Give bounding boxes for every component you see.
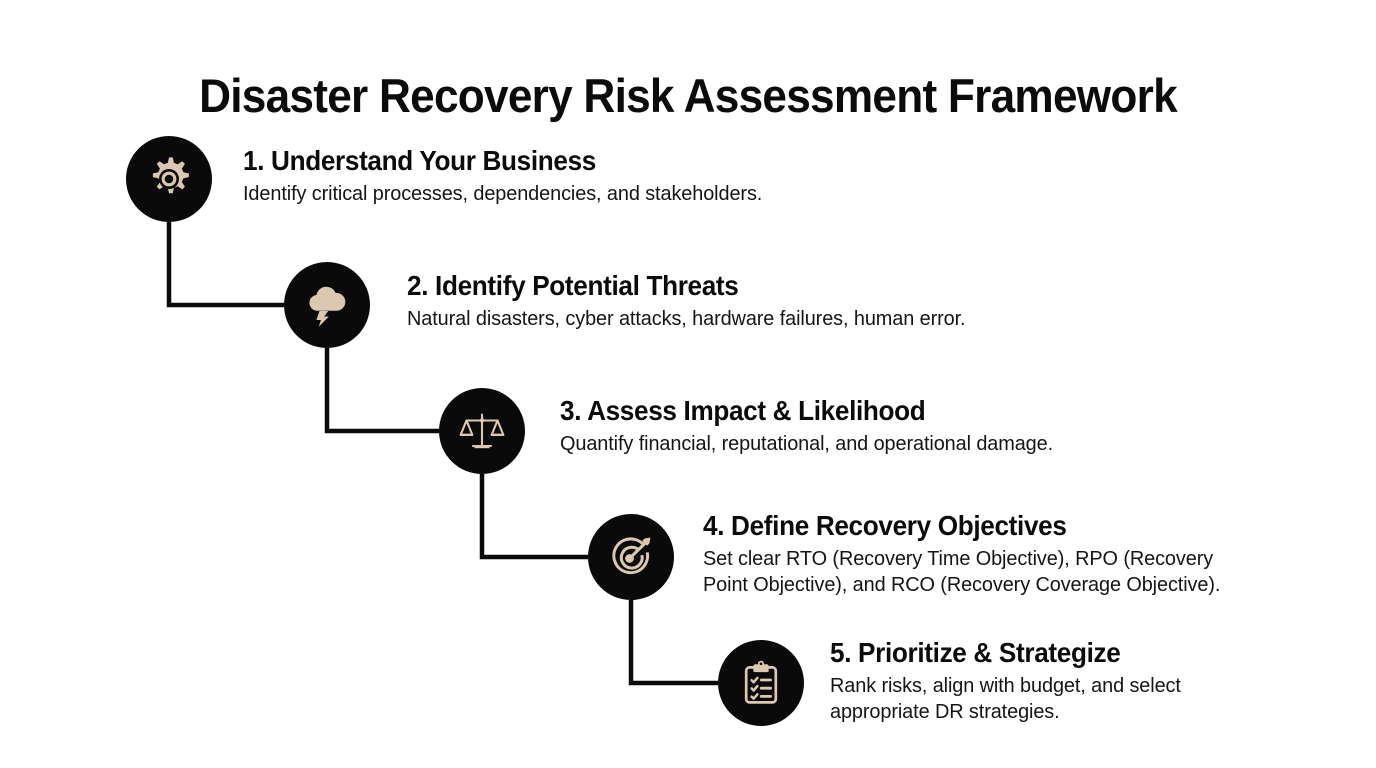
step-5-text: 5. Prioritize & Strategize Rank risks, a… [830,636,1350,725]
step-5-description: Rank risks, align with budget, and selec… [830,674,1181,723]
clipboard-checklist-icon [718,640,804,726]
step-2-text: 2. Identify Potential Threats Natural di… [407,269,1147,332]
balance-scales-icon [439,388,525,474]
step-4-description: Set clear RTO (Recovery Time Objective),… [703,547,1221,596]
connector-1-to-2 [166,222,284,308]
page-title: Disaster Recovery Risk Assessment Framew… [199,69,1178,123]
step-3-heading: 3. Assess Impact & Likelihood [560,395,926,426]
step-2-description: Natural disasters, cyber attacks, hardwa… [407,307,966,330]
connector-4-to-5 [628,600,718,686]
storm-cloud-lightning-icon [284,262,370,348]
step-1-description: Identify critical processes, dependencie… [243,182,763,205]
connector-2-to-3 [324,348,439,434]
step-4-heading: 4. Define Recovery Objectives [703,510,1067,541]
step-4-text: 4. Define Recovery Objectives Set clear … [703,509,1323,598]
connector-3-to-4 [479,474,588,560]
gear-icon [126,136,212,222]
step-2-heading: 2. Identify Potential Threats [407,270,739,301]
step-3-description: Quantify financial, reputational, and op… [560,432,1054,455]
step-1-text: 1. Understand Your Business Identify cri… [243,144,983,207]
target-arrow-icon [588,514,674,600]
step-3-text: 3. Assess Impact & Likelihood Quantify f… [560,394,1300,457]
step-1-heading: 1. Understand Your Business [243,145,596,176]
step-5-heading: 5. Prioritize & Strategize [830,637,1121,668]
